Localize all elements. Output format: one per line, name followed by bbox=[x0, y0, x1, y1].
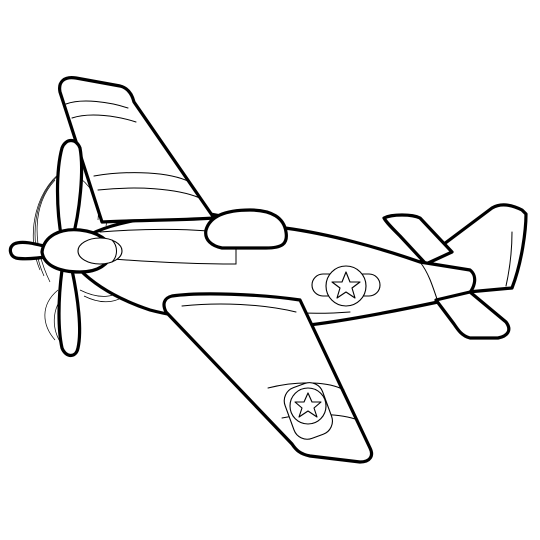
wing-insignia bbox=[283, 382, 333, 440]
propeller-hub bbox=[77, 237, 123, 265]
upper-wing-tip-band-2 bbox=[71, 114, 137, 123]
upper-wing-tip-band bbox=[65, 100, 129, 109]
tail-joint-line bbox=[419, 261, 439, 303]
upper-stabilizer bbox=[382, 213, 454, 266]
upper-wing-flap-line-2 bbox=[97, 187, 201, 199]
cowling-line bbox=[111, 239, 117, 263]
lower-stabilizer bbox=[434, 290, 511, 340]
propeller-blade-bottom bbox=[57, 268, 82, 358]
rudder-line bbox=[505, 231, 513, 287]
propeller-blade-top bbox=[55, 138, 84, 242]
propeller bbox=[8, 138, 123, 358]
upper-wing bbox=[58, 76, 216, 224]
star-icon bbox=[331, 271, 361, 299]
lower-wing-root-line bbox=[181, 303, 297, 313]
cockpit-canopy bbox=[204, 208, 288, 250]
upper-wing-flap-line bbox=[93, 172, 191, 183]
fuselage-insignia bbox=[311, 265, 381, 307]
star-icon bbox=[294, 392, 322, 418]
